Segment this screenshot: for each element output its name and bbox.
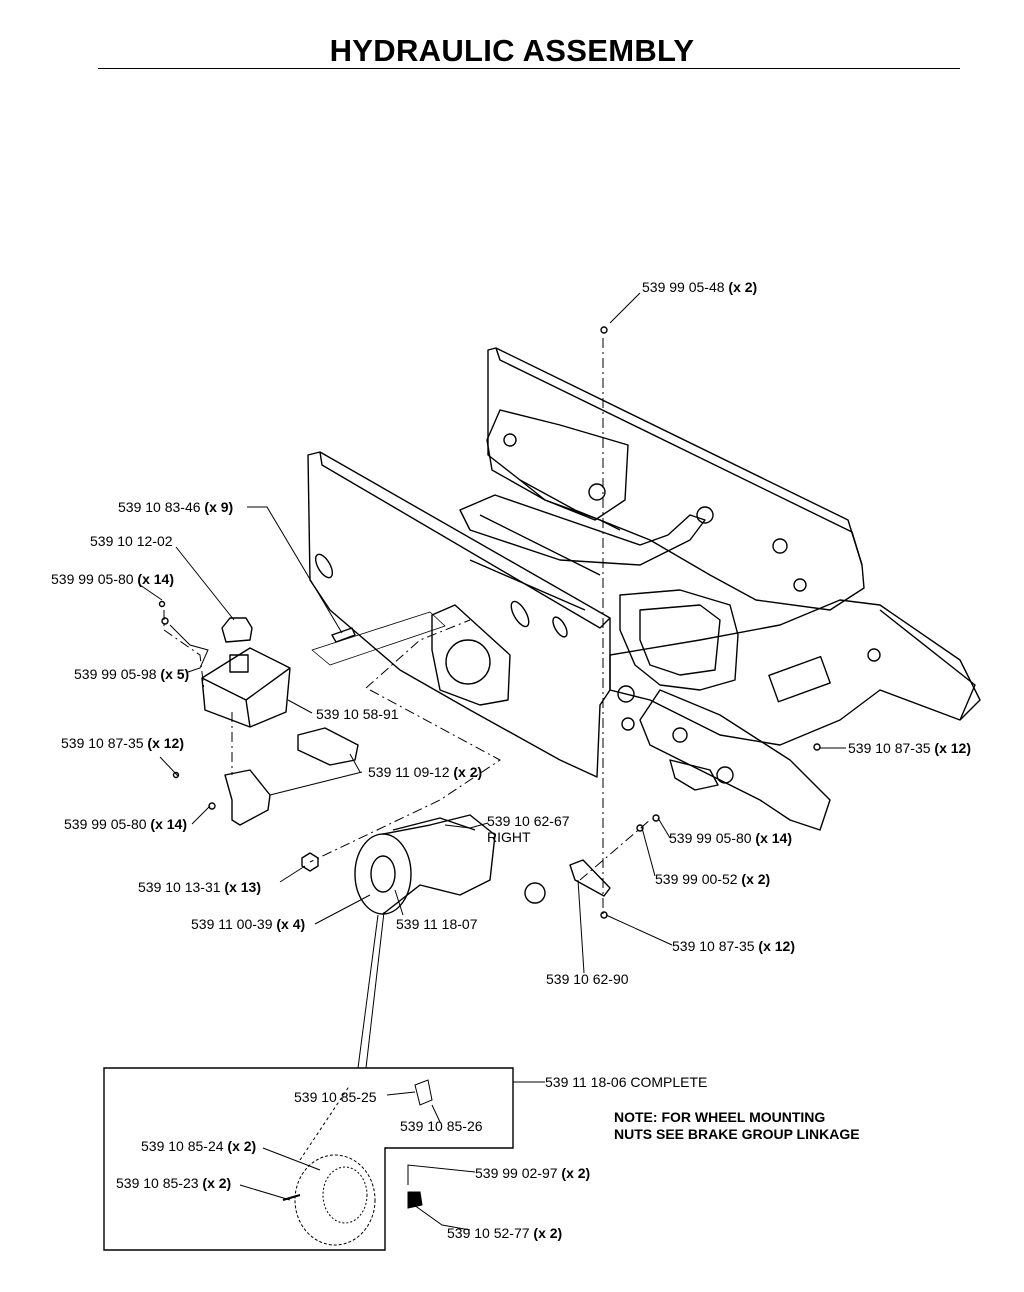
- inset-wheel-hub: [294, 1154, 376, 1246]
- note-line-2: NUTS SEE BRAKE GROUP LINKAGE: [614, 1126, 860, 1142]
- motor-mount-bracket: [431, 604, 511, 706]
- callout-539-10-87-35-a: 539 10 87-35 (x 12): [61, 735, 184, 751]
- callout-539-99-05-80-b: 539 99 05-80 (x 14): [64, 816, 187, 832]
- callout-539-10-12-02: 539 10 12-02: [90, 533, 173, 549]
- callout-539-10-62-90: 539 10 62-90: [546, 971, 629, 987]
- callout-right: RIGHT: [487, 829, 531, 845]
- side-rail-arm: [609, 599, 981, 746]
- pump-housing: [619, 589, 739, 691]
- callout-539-10-85-24: 539 10 85-24 (x 2): [141, 1138, 257, 1154]
- nut-13-31: [301, 852, 319, 872]
- callout-539-11-18-07: 539 11 18-07: [396, 916, 478, 932]
- callout-539-10-85-23: 539 10 85-23 (x 2): [116, 1175, 232, 1191]
- page-title: HYDRAULIC ASSEMBLY: [329, 33, 695, 68]
- bolt-83-46: [331, 627, 356, 643]
- bracket-09-12: [297, 727, 359, 766]
- oil-reservoir: [201, 647, 291, 728]
- reservoir-mount-bracket: [224, 769, 271, 826]
- cross-member: [459, 494, 706, 566]
- callout-539-10-87-35-b: 539 10 87-35 (x 12): [848, 740, 971, 756]
- upper-bracket: [486, 409, 629, 521]
- callout-539-10-62-67: 539 10 62-67: [487, 813, 570, 829]
- rear-frame-panel: [487, 347, 865, 611]
- callout-539-99-02-97: 539 99 02-97 (x 2): [475, 1165, 591, 1181]
- callout-539-11-09-12: 539 11 09-12 (x 2): [368, 764, 483, 780]
- callout-539-10-85-26: 539 10 85-26: [400, 1118, 483, 1134]
- callout-539-10-52-77: 539 10 52-77 (x 2): [447, 1225, 563, 1241]
- callout-539-10-58-91: 539 10 58-91: [316, 706, 399, 722]
- callout-539-10-85-25: 539 10 85-25: [294, 1089, 377, 1105]
- title-rule: [98, 68, 960, 69]
- callout-539-99-05-80-a: 539 99 05-80 (x 14): [51, 571, 174, 587]
- note-line-1: NOTE: FOR WHEEL MOUNTING: [614, 1109, 826, 1125]
- callout-539-10-87-35-c: 539 10 87-35 (x 12): [672, 938, 795, 954]
- inset-frame: [103, 1067, 514, 1251]
- callout-539-99-05-98: 539 99 05-98 (x 5): [74, 666, 190, 682]
- lower-frame-arm: [639, 689, 831, 831]
- fitting-62-90: [569, 859, 611, 897]
- callout-539-11-18-06: 539 11 18-06 COMPLETE: [545, 1074, 708, 1090]
- callout-539-99-05-80-c: 539 99 05-80 (x 14): [669, 830, 792, 846]
- wheel-motor-hub: [354, 833, 412, 915]
- callout-539-99-05-48: 539 99 05-48 (x 2): [642, 279, 758, 295]
- callout-539-10-13-31: 539 10 13-31 (x 13): [138, 879, 261, 895]
- callout-539-11-00-39: 539 11 00-39 (x 4): [191, 916, 306, 932]
- front-side-plate: [307, 451, 611, 778]
- callout-539-10-83-46: 539 10 83-46 (x 9): [118, 499, 234, 515]
- reservoir-cap: [221, 617, 253, 643]
- callout-539-99-00-52: 539 99 00-52 (x 2): [655, 871, 771, 887]
